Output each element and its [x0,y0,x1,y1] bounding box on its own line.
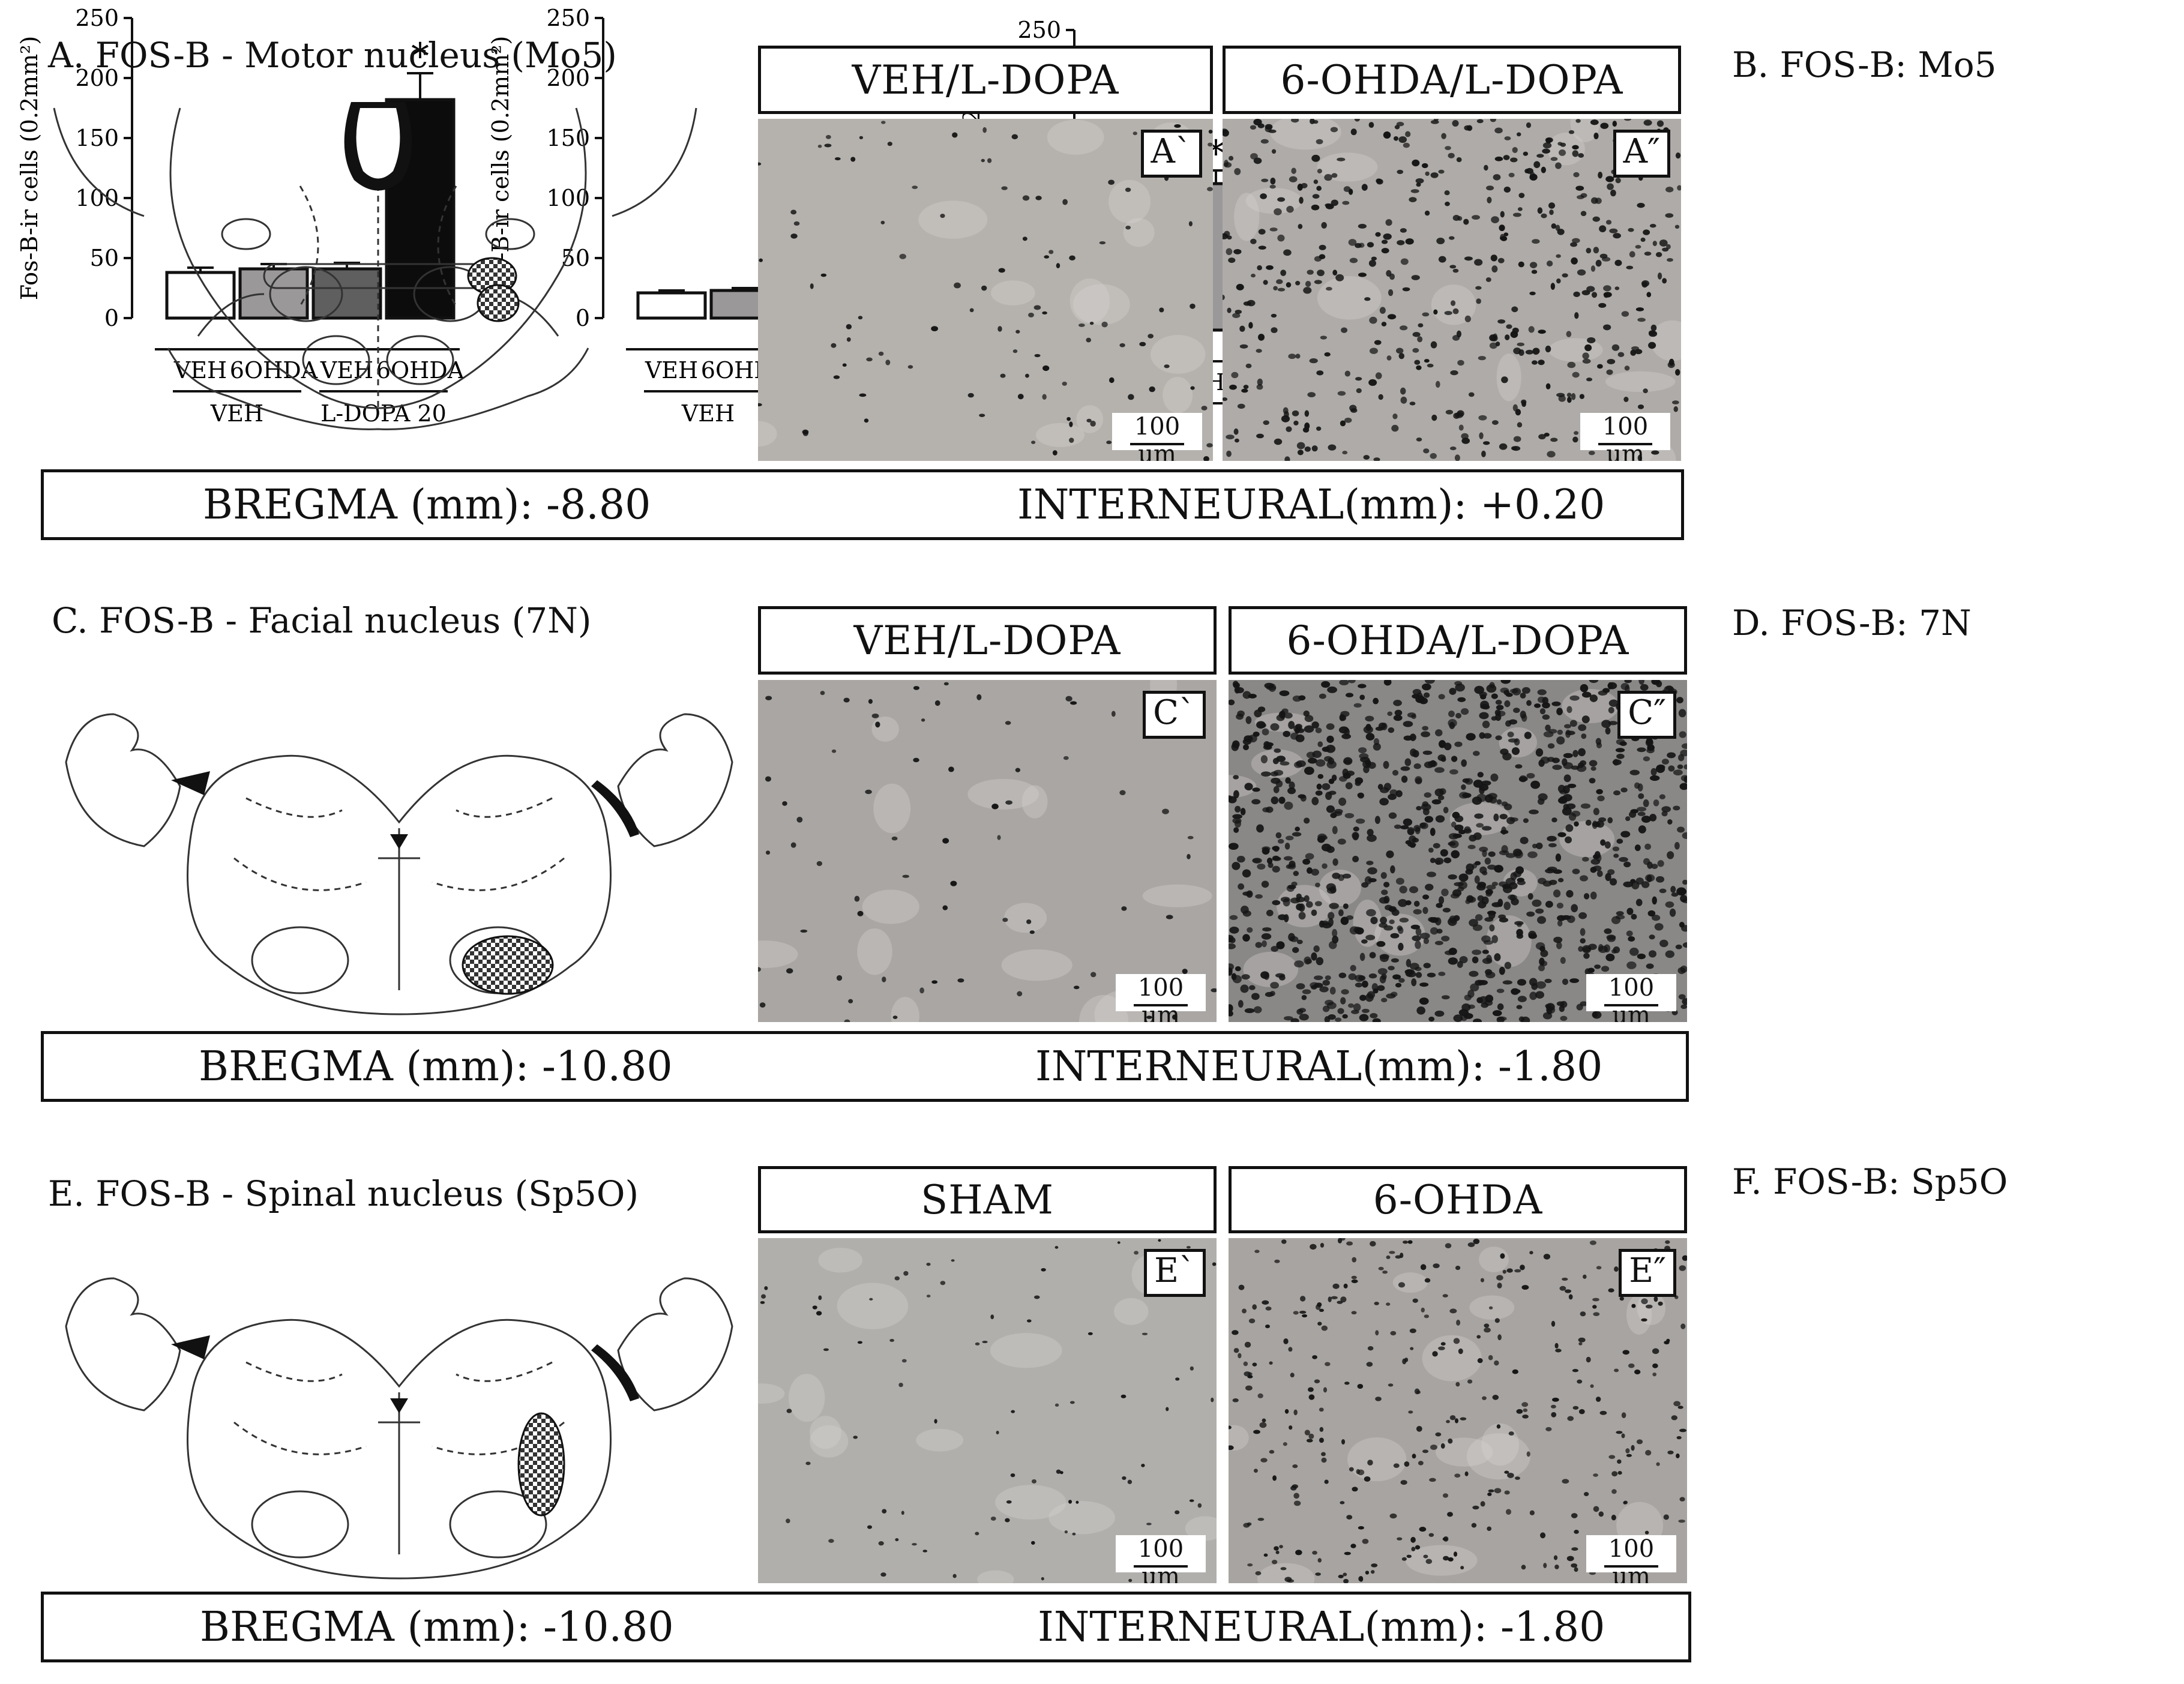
corner-label: E″ [1619,1249,1676,1297]
y-axis-label: Fos-B-ir cells (0.2mm²) [16,36,43,300]
condition-label-e2: 6-OHDA [1229,1166,1687,1233]
group-label: L-DOPA 20 [320,400,447,427]
bregma-value: BREGMA (mm): -8.80 [203,481,651,529]
interneural-value: INTERNEURAL(mm): -1.80 [1035,1042,1603,1090]
micrograph-c2: C″ 100 µm [1229,680,1687,1022]
coordinates-box-c: BREGMA (mm): -10.80 INTERNEURAL(mm): -1.… [41,1031,1689,1102]
atlas-section-7n [65,713,733,1015]
bar [311,267,382,320]
category-label: VEH [645,357,698,383]
scale-bar: 100 µm [1116,974,1206,1022]
chart-d-title: D. FOS-B: 7N [1732,603,1972,643]
category-label: VEH [173,357,227,383]
y-axis-label: Fos-B-ir cells (0.2mm²) [487,36,514,300]
corner-label: C` [1143,691,1206,739]
y-tick-label: 250 [1018,17,1062,43]
scale-bar: 100 µm [1580,413,1670,461]
group-label: VEH [681,400,735,427]
chart-b-title: B. FOS-B: Mo5 [1732,44,1997,85]
y-tick-label: 250 [75,5,119,31]
corner-label: C″ [1617,691,1676,739]
micrograph-e1: E` 100 µm [758,1238,1217,1583]
y-tick-label: 50 [561,245,590,271]
atlas-section-mo5 [53,102,697,430]
micrograph-a1: A` 100 µm [758,119,1213,461]
scale-bar: 100 µm [1112,413,1202,461]
interneural-value: INTERNEURAL(mm): +0.20 [1017,481,1605,529]
coordinates-box-a: BREGMA (mm): -8.80 INTERNEURAL(mm): +0.2… [41,469,1684,540]
y-tick-label: 0 [104,305,119,331]
bregma-value: BREGMA (mm): -10.80 [200,1603,674,1651]
scale-bar: 100 µm [1586,974,1676,1022]
condition-label-c1: VEH/L-DOPA [758,606,1217,675]
scale-bar: 100 µm [1116,1535,1206,1583]
category-label: VEH [320,357,373,383]
y-tick-label: 200 [75,65,119,91]
panel-a-title: A. FOS-B - Motor nucleus (Mo5) [48,35,617,76]
panel-c-title: C. FOS-B - Facial nucleus (7N) [52,600,592,641]
micrograph-e2: E″ 100 µm [1229,1238,1687,1583]
corner-label: A″ [1613,130,1670,178]
bregma-value: BREGMA (mm): -10.80 [199,1042,673,1090]
micrograph-c1: C` 100 µm [758,680,1217,1022]
condition-label-c2: 6-OHDA/L-DOPA [1229,606,1687,675]
y-tick-label: 200 [547,65,591,91]
corner-label: A` [1140,130,1202,178]
interneural-value: INTERNEURAL(mm): -1.80 [1038,1603,1605,1651]
panel-e-title: E. FOS-B - Spinal nucleus (Sp5O) [48,1173,639,1214]
atlas-section-sp5o [65,1277,733,1580]
y-tick-label: 50 [90,245,119,271]
micrograph-a2: A″ 100 µm [1223,119,1681,461]
condition-label-a1: VEH/L-DOPA [758,46,1213,114]
group-label: VEH [210,400,263,427]
corner-label: E` [1144,1249,1206,1297]
condition-label-e1: SHAM [758,1166,1217,1233]
significance-star: * [411,35,429,77]
scale-bar: 100 µm [1586,1535,1676,1583]
y-tick-label: 0 [576,305,590,331]
y-tick-label: 250 [547,5,591,31]
condition-label-a2: 6-OHDA/L-DOPA [1223,46,1681,114]
coordinates-box-e: BREGMA (mm): -10.80 INTERNEURAL(mm): -1.… [41,1592,1691,1662]
chart-f-title: F. FOS-B: Sp5O [1732,1161,2008,1202]
bar [636,291,707,320]
y-tick-label: 150 [75,125,119,151]
